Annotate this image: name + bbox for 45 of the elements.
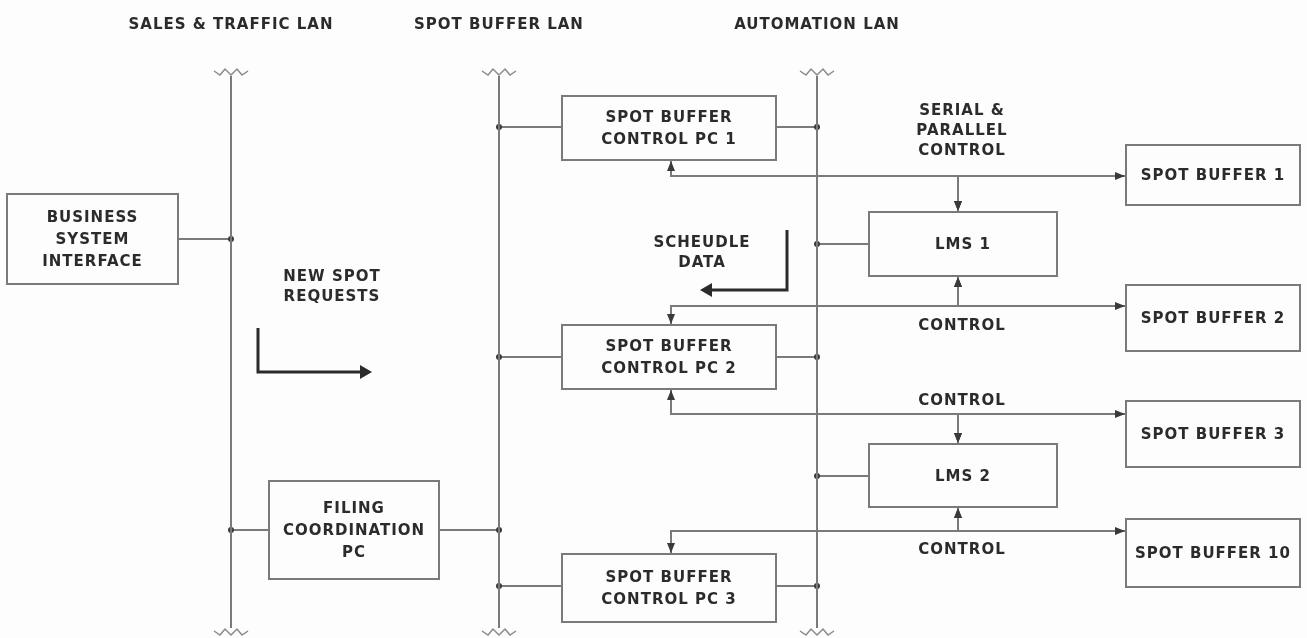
connector-line	[954, 172, 1126, 212]
box-label: SPOT BUFFER 2	[1139, 308, 1287, 329]
box-label: FILING COORDINATION PC	[281, 498, 427, 563]
process-box	[6, 193, 179, 285]
network-label: SALES & TRAFFIC LAN	[127, 14, 335, 34]
process-box	[868, 211, 1058, 277]
network-bus-line	[230, 76, 232, 628]
process-box	[561, 553, 777, 623]
connector-line	[776, 585, 817, 587]
box-label: SPOT BUFFER CONTROL PC 1	[600, 107, 738, 150]
network-bus-line	[816, 76, 818, 628]
connector-line	[231, 529, 269, 531]
process-box	[1125, 518, 1301, 588]
connector-line	[776, 356, 817, 358]
box-label: LMS 2	[934, 465, 992, 487]
connector-line	[817, 475, 869, 477]
network-bus-line	[498, 76, 500, 628]
network-label: SPOT BUFFER LAN	[413, 14, 585, 34]
connector-line	[499, 356, 562, 358]
flow-note: SCHEUDLE DATA	[652, 232, 752, 272]
flow-note: NEW SPOT REQUESTS	[282, 266, 382, 306]
box-label: LMS 1	[934, 234, 992, 255]
box-label: BUSINESS SYSTEM INTERFACE	[41, 207, 144, 272]
process-box	[868, 443, 1058, 508]
box-label: SPOT BUFFER 10	[1134, 543, 1292, 564]
box-label: SPOT BUFFER 1	[1139, 165, 1287, 186]
box-label: SPOT BUFFER CONTROL PC 3	[600, 567, 738, 610]
connector-line	[439, 529, 499, 531]
network-label: AUTOMATION LAN	[733, 14, 901, 34]
process-box	[1125, 284, 1301, 352]
connector-line	[954, 410, 1126, 444]
process-box	[561, 95, 777, 161]
connector-line	[817, 243, 869, 245]
connector-line	[499, 585, 562, 587]
process-box	[268, 480, 440, 580]
box-label: SPOT BUFFER CONTROL PC 2	[600, 336, 738, 379]
connector-line	[499, 126, 562, 128]
box-label: SPOT BUFFER 3	[1139, 424, 1287, 445]
process-box	[561, 324, 777, 390]
connector-line	[178, 238, 231, 240]
process-box	[1125, 400, 1301, 468]
process-box	[1125, 144, 1301, 206]
connector-line	[954, 507, 1126, 535]
connector-line	[776, 126, 817, 128]
connector-line	[954, 276, 1126, 310]
